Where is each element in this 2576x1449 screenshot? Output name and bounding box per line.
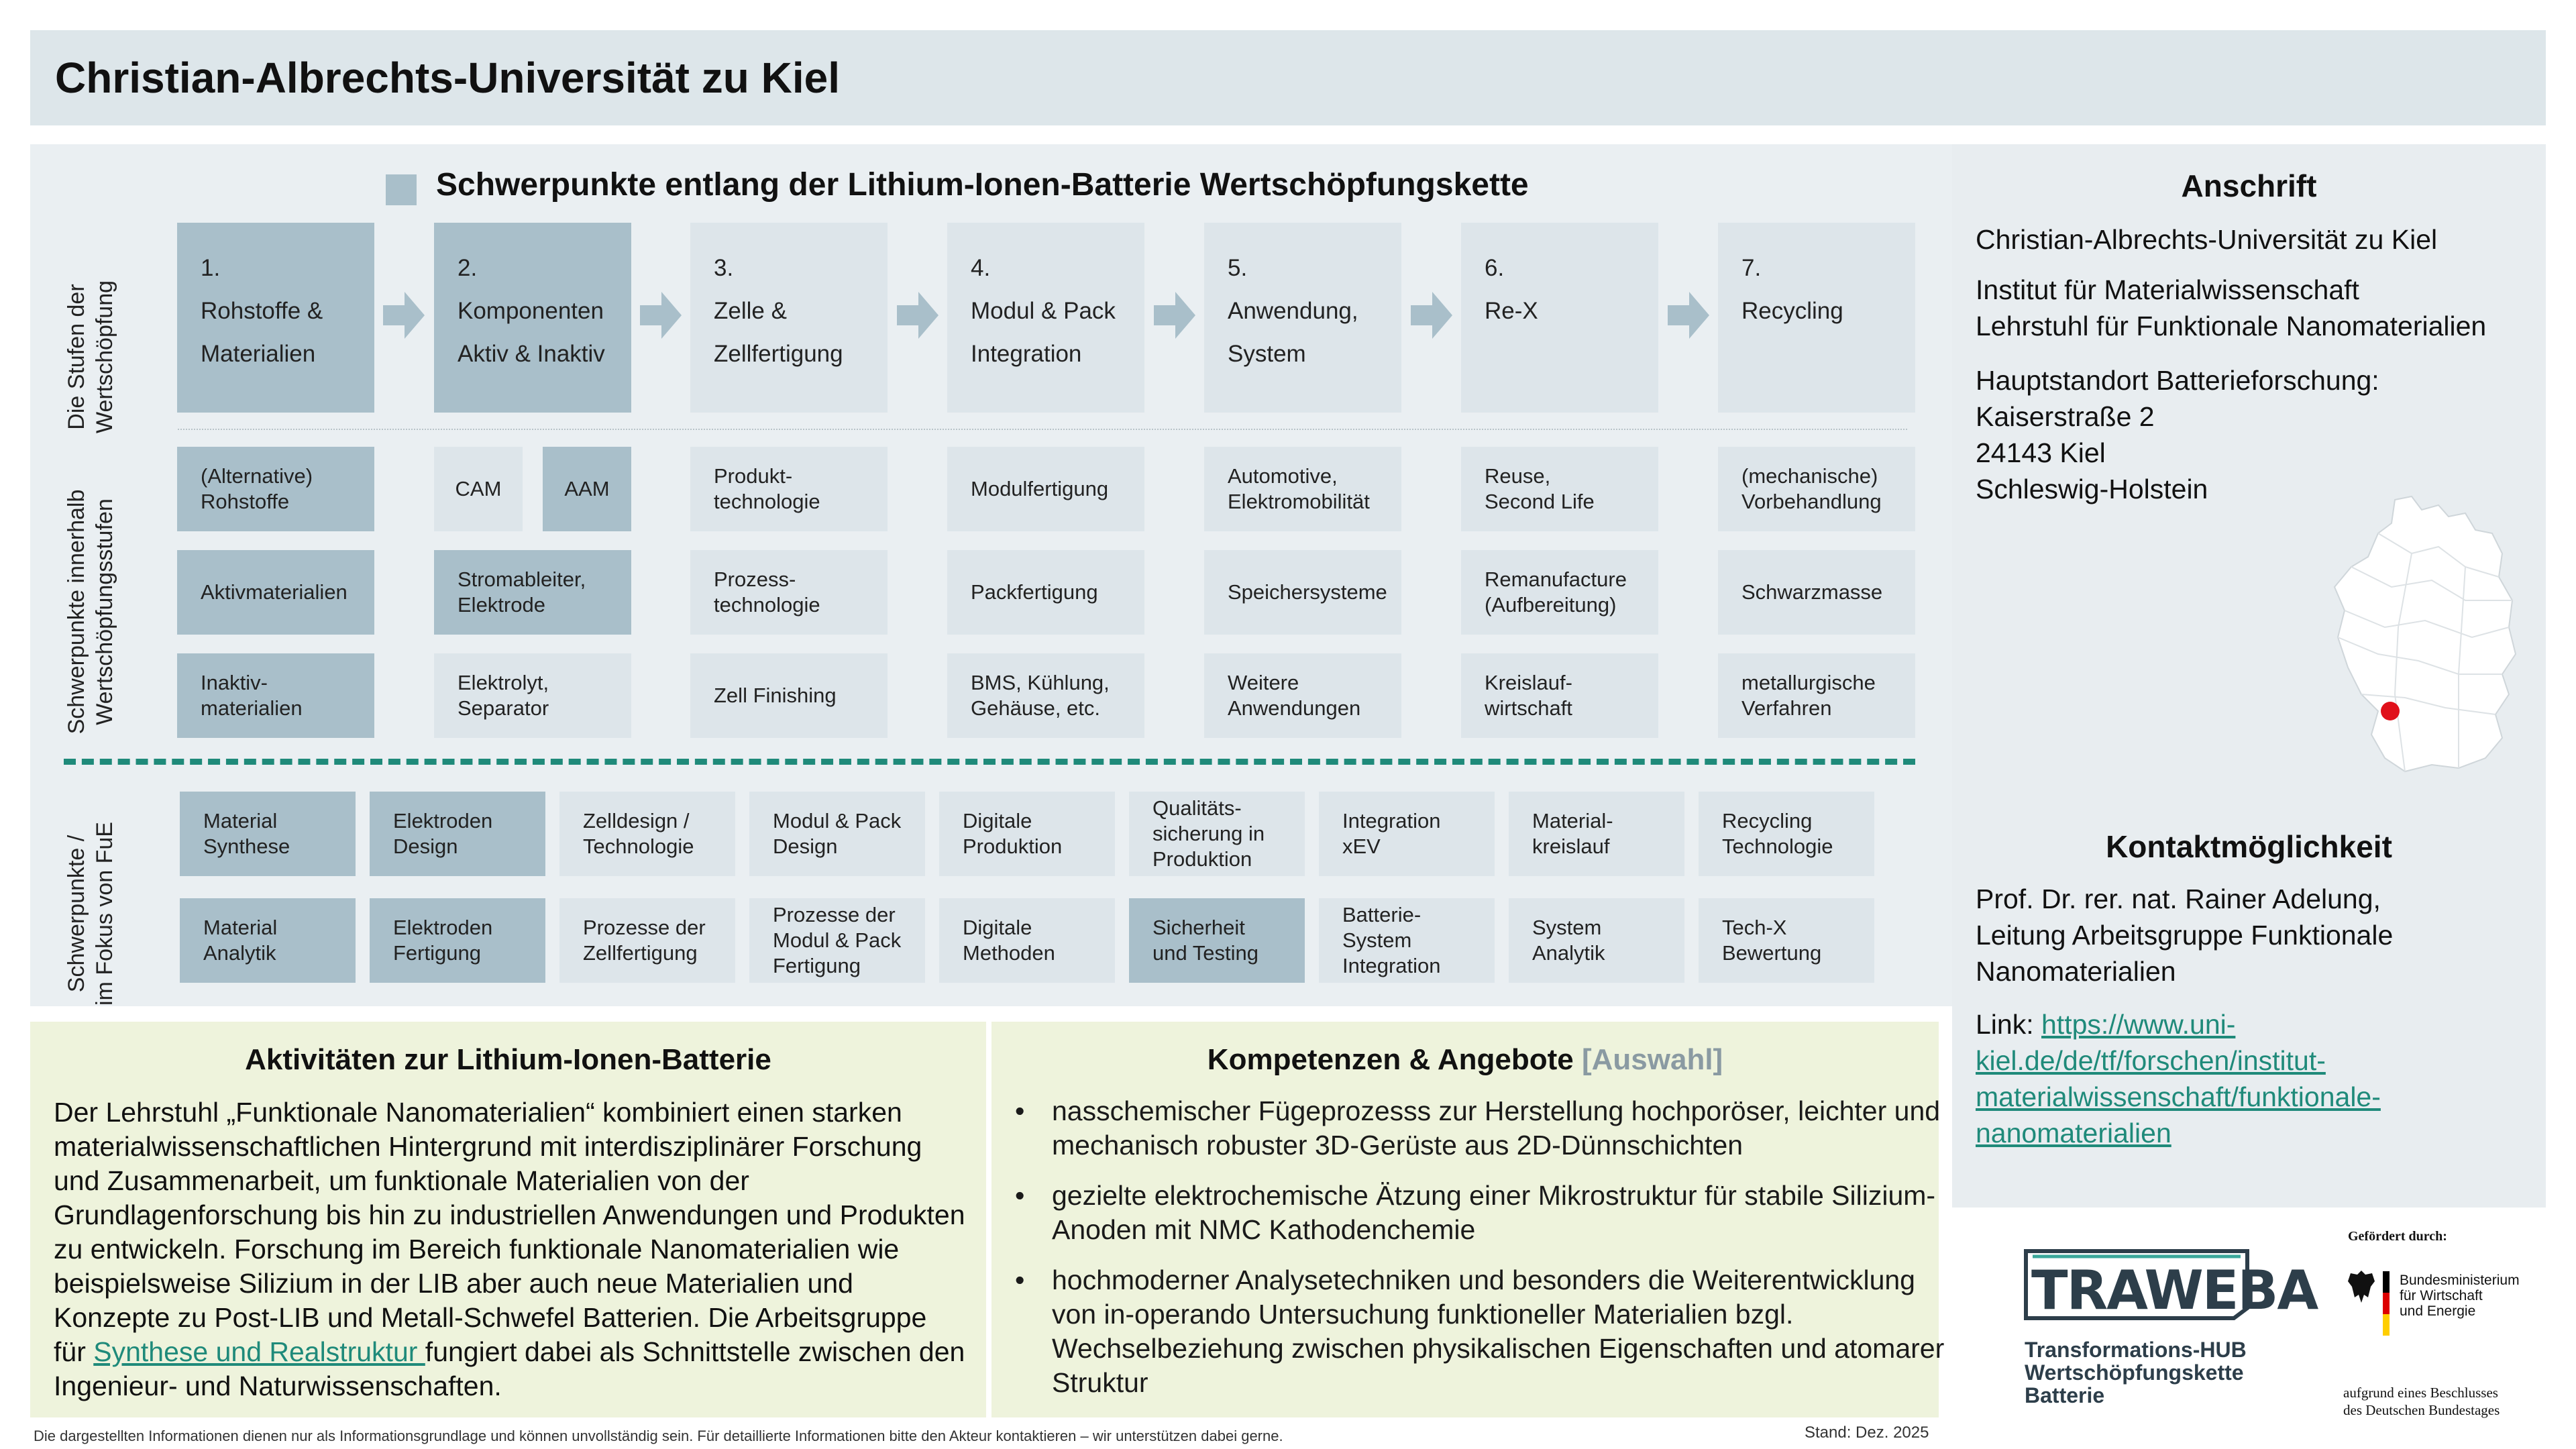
focus-cell: Packfertigung [947, 550, 1144, 635]
fue-cell: Prozesse der Zellfertigung [559, 898, 735, 983]
competences-box: Kompetenzen & Angebote [Auswahl] nassche… [991, 1022, 1944, 1417]
arrow-right-icon [1668, 292, 1709, 339]
header-bar: Christian-Albrechts-Universität zu Kiel [30, 30, 2546, 125]
focus-cell: (mechanische) Vorbehandlung [1718, 447, 1915, 531]
stage-1: 1. Rohstoffe & Materialien [177, 223, 374, 413]
focus-cell: Stromableiter, Elektrode [434, 550, 631, 635]
focus-cell: Automotive, Elektromobilität [1204, 447, 1401, 531]
activities-title: Aktivitäten zur Lithium-Ionen-Batterie [245, 1043, 771, 1076]
bmwi-note: aufgrund eines Beschlusses des Deutschen… [2343, 1385, 2500, 1418]
contact-link-block: Link: https://www.uni- kiel.de/de/tf/for… [1976, 1006, 2381, 1151]
focus-cell: Schwarzmasse [1718, 550, 1915, 635]
footer-stand: Stand: Dez. 2025 [1805, 1424, 1929, 1442]
kontakt-title: Kontaktmöglichkeit [2106, 829, 2392, 864]
list-item: hochmoderner Analysetechniken und besond… [1015, 1263, 1947, 1400]
dashed-divider [64, 759, 1915, 765]
stage-2: 2. Komponenten Aktiv & Inaktiv [434, 223, 631, 413]
focus-cell: CAM [434, 447, 523, 531]
arrow-right-icon [897, 292, 938, 339]
fue-cell: Digitale Methoden [939, 898, 1115, 983]
stage-6: 6. Re-X [1461, 223, 1658, 413]
focus-cell: Zell Finishing [690, 653, 888, 738]
page-title: Christian-Albrechts-Universität zu Kiel [55, 54, 840, 102]
logo-area [1952, 1208, 2546, 1449]
fue-cell: Sicherheit und Testing [1129, 898, 1305, 983]
footer-note: Die dargestellten Informationen dienen n… [34, 1428, 1283, 1444]
stage-5: 5. Anwendung, System [1204, 223, 1401, 413]
focus-cell: Inaktiv- materialien [177, 653, 374, 738]
fue-cell: Material Analytik [180, 898, 356, 983]
fue-cell: Modul & Pack Design [749, 792, 925, 876]
dotted-divider [178, 429, 1907, 430]
list-item: nasschemischer Fügeprozesss zur Herstell… [1015, 1094, 1947, 1163]
title-square-icon [386, 174, 417, 205]
vlabel-stufen: Die Stufen der Wertschöpfung [64, 280, 117, 434]
arrow-right-icon [640, 292, 682, 339]
bmwi-name: Bundesministerium für Wirtschaft und Ene… [2400, 1273, 2520, 1319]
focus-cell: AAM [543, 447, 631, 531]
anschrift-title: Anschrift [2181, 168, 2317, 203]
focus-cell: Elektrolyt, Separator [434, 653, 631, 738]
germany-map-icon [2333, 495, 2517, 773]
focus-cell: (Alternative) Rohstoffe [177, 447, 374, 531]
fue-cell: Batterie- System Integration [1319, 898, 1495, 983]
stage-3: 3. Zelle & Zellfertigung [690, 223, 888, 413]
fue-cell: Digitale Produktion [939, 792, 1115, 876]
fue-cell: Elektroden Fertigung [370, 898, 545, 983]
gefoerdert-label: Gefördert durch: [2348, 1229, 2447, 1244]
contact-person: Prof. Dr. rer. nat. Rainer Adelung, Leit… [1976, 883, 2394, 987]
synthese-link[interactable]: Synthese und Realstruktur [93, 1336, 425, 1367]
competences-list: nasschemischer Fügeprozesss zur Herstell… [1015, 1094, 1947, 1416]
focus-cell: Reuse, Second Life [1461, 447, 1658, 531]
fue-cell: Material- kreislauf [1509, 792, 1684, 876]
fue-cell: Material Synthese [180, 792, 356, 876]
focus-cell: Speichersysteme [1204, 550, 1401, 635]
fue-cell: Zelldesign / Technologie [559, 792, 735, 876]
eagle-icon [2348, 1271, 2375, 1303]
activities-box: Aktivitäten zur Lithium-Ionen-Batterie D… [30, 1022, 986, 1417]
address-location: Hauptstandort Batterieforschung: Kaisers… [1976, 365, 2379, 504]
vlabel-fue: Schwerpunkte / im Fokus von FuE [64, 822, 117, 1006]
fue-cell: Qualitäts- sicherung in Produktion [1129, 792, 1305, 876]
fue-cell: Elektroden Design [370, 792, 545, 876]
fue-cell: Recycling Technologie [1699, 792, 1874, 876]
activities-text: Der Lehrstuhl „Funktionale Nanomateriali… [54, 1097, 965, 1401]
value-chain-title: Schwerpunkte entlang der Lithium-Ionen-B… [436, 167, 1529, 203]
focus-cell: Weitere Anwendungen [1204, 653, 1401, 738]
stage-7: 7. Recycling [1718, 223, 1915, 413]
stage-4: 4. Modul & Pack Integration [947, 223, 1144, 413]
address-university: Christian-Albrechts-Universität zu Kiel [1976, 224, 2438, 255]
fue-cell: System Analytik [1509, 898, 1684, 983]
fue-cell: Prozesse der Modul & Pack Fertigung [749, 898, 925, 983]
fue-cell: Tech-X Bewertung [1699, 898, 1874, 983]
traweba-wordmark: TRAWEBA [2031, 1259, 2318, 1322]
german-flag-icon [2383, 1271, 2390, 1336]
focus-cell: Aktivmaterialien [177, 550, 374, 635]
focus-cell: Modulfertigung [947, 447, 1144, 531]
link-label: Link: [1976, 1009, 2041, 1040]
focus-cell: metallurgische Verfahren [1718, 653, 1915, 738]
competences-title: Kompetenzen & Angebote [Auswahl] [1207, 1043, 1723, 1076]
focus-cell: BMS, Kühlung, Gehäuse, etc. [947, 653, 1144, 738]
focus-cell: Kreislauf- wirtschaft [1461, 653, 1658, 738]
arrow-right-icon [383, 292, 425, 339]
vlabel-schwerpunkte: Schwerpunkte innerhalb Wertschöpfungsstu… [64, 489, 117, 735]
traweba-logo: TRAWEBA [2019, 1244, 2318, 1325]
arrow-right-icon [1411, 292, 1452, 339]
focus-cell: Prozess- technologie [690, 550, 888, 635]
contact-link[interactable]: https://www.uni- kiel.de/de/tf/forschen/… [1976, 1009, 2381, 1148]
address-institute: Institut für Materialwissenschaft Lehrst… [1976, 274, 2487, 341]
focus-cell: Remanufacture (Aufbereitung) [1461, 550, 1658, 635]
traweba-subtitle: Transformations-HUB Wertschöpfungskette … [2025, 1338, 2247, 1407]
list-item: gezielte elektrochemische Ätzung einer M… [1015, 1179, 1947, 1247]
fue-cell: Integration xEV [1319, 792, 1495, 876]
arrow-right-icon [1154, 292, 1195, 339]
focus-cell: Produkt- technologie [690, 447, 888, 531]
